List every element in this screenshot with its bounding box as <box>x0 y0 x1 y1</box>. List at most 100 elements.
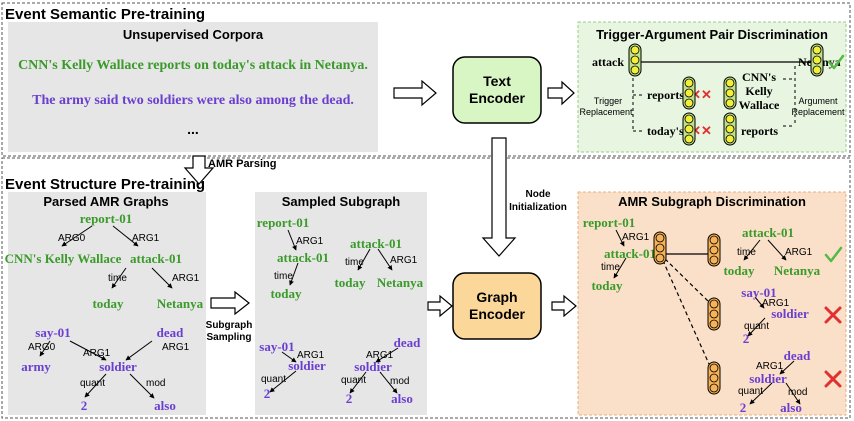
hollow-arrow-icon <box>481 137 517 257</box>
parsed-title: Parsed AMR Graphs <box>43 194 168 209</box>
sampled-two: 2 <box>264 386 271 401</box>
node-pill <box>707 361 721 395</box>
tapd-cnn-2: Kelly <box>745 84 772 98</box>
tapd-attack: attack <box>592 55 624 69</box>
parsed-time: time <box>108 273 127 284</box>
tapd-todays: today's <box>647 124 684 138</box>
sampled-arg1-2: ARG1 <box>390 255 418 266</box>
amr-disc-today-2: today <box>723 263 755 278</box>
parsed-panel <box>8 192 206 415</box>
hollow-arrow-icon <box>551 294 577 318</box>
tapd-panel <box>577 21 847 153</box>
parsed-quant: quant <box>80 378 105 389</box>
amr-disc-arg1-4: ARG1 <box>756 361 784 372</box>
sampled-quant: quant <box>261 374 286 385</box>
corpora-panel <box>8 22 378 152</box>
amr-disc-also: also <box>780 400 802 415</box>
token-pill <box>810 43 824 77</box>
sampled-soldier: soldier <box>288 358 326 373</box>
corpus-sentence-2: The army said two soldiers were also amo… <box>32 93 354 108</box>
node-pill <box>707 297 721 331</box>
cross-icon: ✕✕ <box>690 123 712 138</box>
token-pill <box>628 43 642 77</box>
amr-disc-title: AMR Subgraph Discrimination <box>618 194 806 209</box>
parsed-report: report-01 <box>80 211 132 226</box>
amr-disc-links <box>659 253 710 365</box>
semantic-section-title: Event Semantic Pre-training <box>5 6 205 23</box>
parsed-two: 2 <box>81 398 88 413</box>
subgraph-sampling-label-2: Sampling <box>206 332 251 343</box>
parsed-today: today <box>92 296 124 311</box>
sampled-dead: dead <box>394 335 422 350</box>
parsed-arg0-2: ARG0 <box>28 342 56 353</box>
tapd-reports: reports <box>647 88 684 102</box>
parsed-attack: attack-01 <box>130 251 182 266</box>
sampled-soldier-2: soldier <box>354 359 392 374</box>
amr-disc-edges <box>613 229 801 405</box>
amr-disc-attack-2: attack-01 <box>742 225 794 240</box>
tapd-title: Trigger-Argument Pair Discrimination <box>596 27 828 42</box>
cross-icon <box>824 370 842 388</box>
tapd-cnn-3: Wallace <box>739 98 780 112</box>
corpus-sentence-1: CNN's Kelly Wallace reports on today's a… <box>18 58 368 73</box>
tapd-cnn-1: CNN's <box>742 70 776 84</box>
check-icon <box>827 54 845 70</box>
sampled-today: today <box>270 286 302 301</box>
tapd-trigger-2: Replacement <box>579 107 633 117</box>
text-encoder <box>452 56 542 124</box>
node-pill <box>707 233 721 267</box>
parsed-edges <box>39 225 173 399</box>
graph-encoder-label-2: Encoder <box>469 306 526 322</box>
node-pill <box>653 231 667 265</box>
amr-disc-arg1-3: ARG1 <box>762 298 790 309</box>
token-pill <box>682 76 696 110</box>
sampled-attack: attack-01 <box>277 250 329 265</box>
tapd-reports-2: reports <box>741 124 778 138</box>
text-encoder-label-1: Text <box>483 73 511 89</box>
parsed-dead: dead <box>157 325 185 340</box>
text-encoder-label-2: Encoder <box>469 90 526 106</box>
parsed-cnn: CNN's Kelly Wallace <box>5 251 122 266</box>
tapd-argument-2: Replacement <box>791 107 845 117</box>
corpora-title: Unsupervised Corpora <box>123 27 264 42</box>
sampled-edges <box>269 229 399 394</box>
sampled-today-2: today <box>334 275 366 290</box>
amr-disc-dead: dead <box>784 348 812 363</box>
amr-disc-attack: attack-01 <box>604 246 656 261</box>
amr-disc-today: today <box>591 278 623 293</box>
sampled-netanya: Netanya <box>377 275 424 290</box>
hollow-arrow-icon <box>427 294 453 318</box>
sampled-two-2: 2 <box>346 391 353 406</box>
amr-disc-say: say-01 <box>741 285 776 300</box>
sampled-panel <box>255 192 427 415</box>
tapd-trigger-1: Trigger <box>594 96 622 106</box>
amr-disc-netanya: Netanya <box>774 263 821 278</box>
token-pill <box>723 76 737 110</box>
sampled-title: Sampled Subgraph <box>282 194 401 209</box>
graph-encoder-label-1: Graph <box>476 289 517 305</box>
parsed-arg1-2: ARG1 <box>172 273 200 284</box>
amr-disc-two-2: 2 <box>740 400 747 415</box>
tapd-argument-1: Argument <box>798 96 838 106</box>
amr-node-pills <box>653 231 721 395</box>
amr-parsing-label: AMR Parsing <box>208 158 276 170</box>
sampled-mod: mod <box>390 376 409 387</box>
sampled-arg1-3: ARG1 <box>297 350 325 361</box>
parsed-netanya: Netanya <box>157 296 204 311</box>
parsed-also: also <box>154 398 176 413</box>
amr-disc-quant-2: quant <box>738 386 763 397</box>
parsed-soldier: soldier <box>99 359 137 374</box>
sampled-time: time <box>274 271 293 282</box>
amr-disc-arg1: ARG1 <box>622 232 650 243</box>
node-init-label-2: Initialization <box>509 202 567 213</box>
amr-disc-arg1-2: ARG1 <box>785 247 813 258</box>
tapd-token-pills <box>628 43 824 146</box>
subgraph-sampling-label-1: Subgraph <box>206 320 253 331</box>
node-init-label-1: Node <box>526 189 551 200</box>
parsed-say: say-01 <box>35 325 70 340</box>
sampled-time-2: time <box>345 257 364 268</box>
hollow-arrow-icon <box>547 80 575 106</box>
token-pill <box>682 112 696 146</box>
